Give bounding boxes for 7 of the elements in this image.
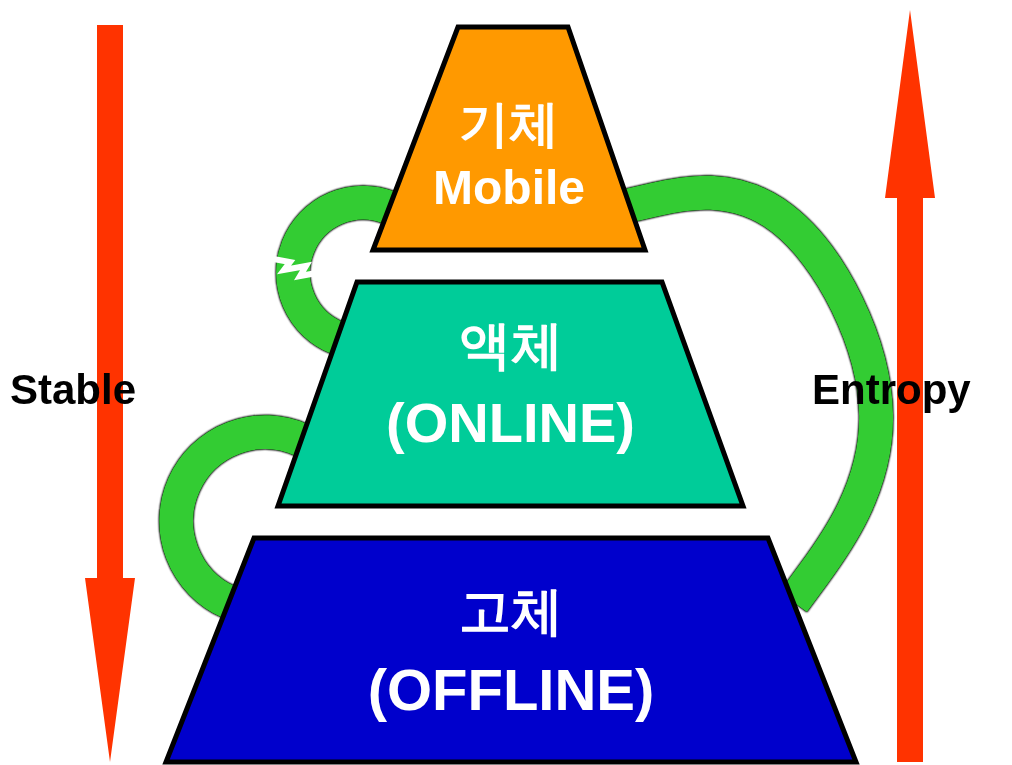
node-title: 액체 [457, 317, 564, 375]
node-title: 고체 [458, 583, 564, 641]
connector-band [276, 185, 395, 354]
node-title: 기체 [458, 97, 560, 152]
node-subtitle: Mobile [432, 162, 586, 215]
node-subtitle: (OFFLINE) [366, 658, 656, 722]
node-subtitle: (ONLINE) [385, 392, 636, 454]
